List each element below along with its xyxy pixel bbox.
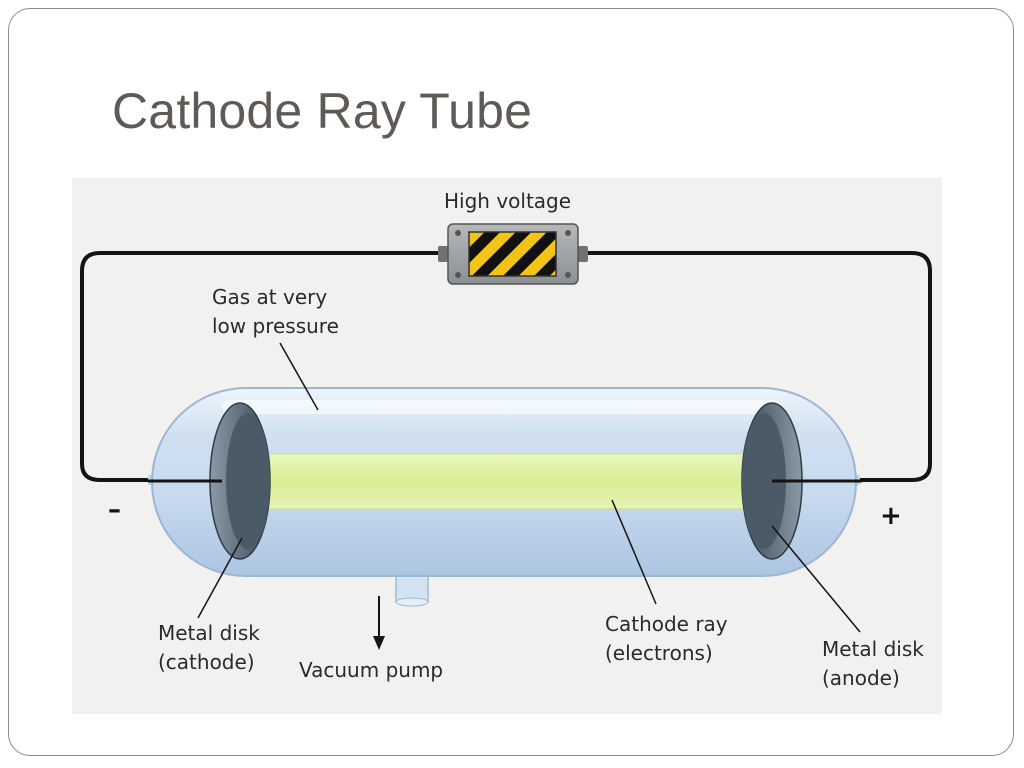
gas-label-line1: Gas at very (212, 285, 327, 309)
diagram-svg: High voltage Gas at very low pressure – … (80, 189, 932, 690)
vacuum-pump-label: Vacuum pump (299, 658, 443, 682)
anode-label-line2: (anode) (822, 666, 900, 690)
high-voltage-source (438, 223, 588, 285)
cathode-ray-label-line1: Cathode ray (605, 612, 728, 636)
minus-sign: – (108, 495, 121, 525)
anode-label-line1: Metal disk (822, 637, 924, 661)
cathode-label-line2: (cathode) (158, 650, 255, 674)
high-voltage-label: High voltage (444, 189, 571, 213)
cathode-disk (148, 402, 271, 560)
slide-title: Cathode Ray Tube (112, 83, 533, 139)
vacuum-pump-arrow (373, 596, 385, 650)
cathode-leader-line (197, 537, 243, 619)
circuit-wire-right (582, 251, 932, 482)
anode-disk (741, 402, 862, 560)
gas-label-line2: low pressure (212, 314, 339, 338)
cathode-label-line1: Metal disk (158, 621, 260, 645)
ray-leader-line (611, 499, 657, 605)
cathode-ray-beam (239, 453, 781, 510)
gas-leader-line (279, 342, 319, 411)
circuit-wire (80, 251, 444, 482)
cathode-ray-tube-diagram: High voltage Gas at very low pressure – … (72, 178, 942, 714)
cathode-ray-label-line2: (electrons) (605, 641, 713, 665)
anode-leader-line (771, 525, 861, 633)
plus-sign: + (880, 501, 902, 531)
